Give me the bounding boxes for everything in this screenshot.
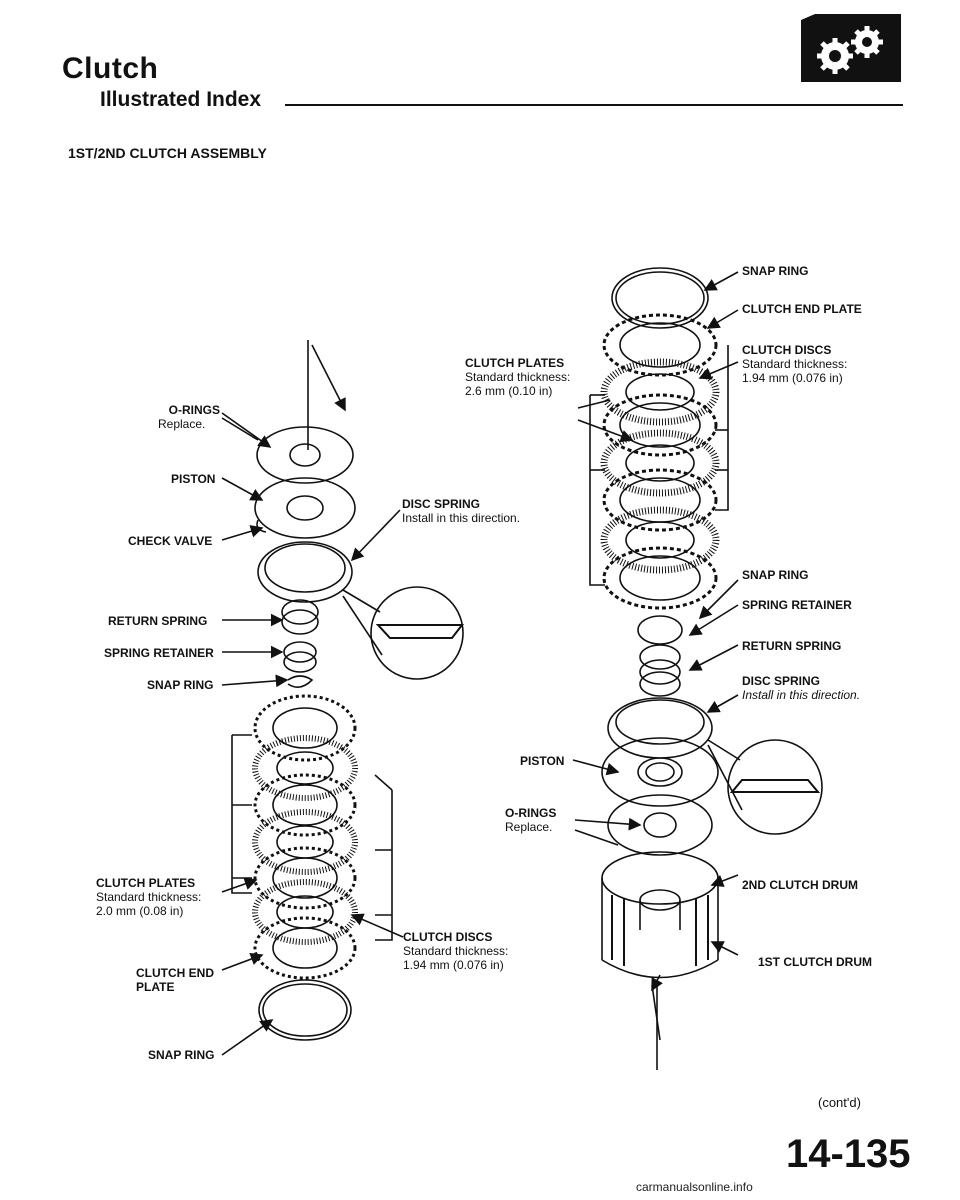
label-clutch-plates-center-note1: Standard thickness: <box>465 370 571 384</box>
label-clutch-discs-center-name: CLUTCH DISCS <box>403 930 493 944</box>
gears-icon <box>795 12 905 87</box>
label-clutch-discs-center-note2: 1.94 mm (0.076 in) <box>403 958 504 972</box>
label-clutch-discs-right: CLUTCH DISCS Standard thickness: 1.94 mm… <box>742 343 847 385</box>
label-clutch-plates-left-note1: Standard thickness: <box>96 890 202 904</box>
continued-note: (cont'd) <box>818 1095 861 1110</box>
label-clutch-discs-right-note2: 1.94 mm (0.076 in) <box>742 371 843 385</box>
label-clutch-end-plate-left: CLUTCH END PLATE <box>136 966 214 994</box>
label-return-spring-right: RETURN SPRING <box>742 639 842 653</box>
label-clutch-discs-right-name: CLUTCH DISCS <box>742 343 832 357</box>
label-snap-ring-upper-left: SNAP RING <box>147 678 214 692</box>
label-snap-ring-mid-right: SNAP RING <box>742 568 809 582</box>
label-o-rings-left-name: O-RINGS <box>168 403 220 417</box>
label-1st-clutch-drum: 1ST CLUTCH DRUM <box>758 955 872 969</box>
label-clutch-plates-center-note2: 2.6 mm (0.10 in) <box>465 384 553 398</box>
page-title: Clutch <box>62 52 159 85</box>
label-clutch-plates-center-name: CLUTCH PLATES <box>465 356 565 370</box>
label-clutch-plates-left: CLUTCH PLATES Standard thickness: 2.0 mm… <box>96 876 201 918</box>
label-snap-ring-top-right: SNAP RING <box>742 264 809 278</box>
label-clutch-plates-left-name: CLUTCH PLATES <box>96 876 196 890</box>
label-disc-spring-right: DISC SPRING Install in this direction. <box>742 674 860 702</box>
label-disc-spring-right-note: Install in this direction. <box>742 688 861 702</box>
label-check-valve: CHECK VALVE <box>128 534 213 548</box>
label-clutch-end-plate-left-line1: CLUTCH END <box>136 966 214 980</box>
label-clutch-plates-center: CLUTCH PLATES Standard thickness: 2.6 mm… <box>465 356 570 398</box>
page-number: 14-135 <box>786 1132 911 1176</box>
label-clutch-end-plate-left-line2: PLATE <box>136 980 175 994</box>
watermark-text: carmanualsonline.info <box>636 1180 753 1194</box>
label-disc-spring-center: DISC SPRING Install in this direction. <box>402 497 520 525</box>
label-o-rings-center-note: Replace. <box>505 820 553 834</box>
label-o-rings-left-note: Replace. <box>158 417 206 431</box>
label-clutch-plates-left-note2: 2.0 mm (0.08 in) <box>96 904 184 918</box>
label-2nd-clutch-drum: 2ND CLUTCH DRUM <box>742 878 858 892</box>
section-title: 1ST/2ND CLUTCH ASSEMBLY <box>68 145 267 161</box>
label-o-rings-left: O-RINGS Replace. <box>130 403 220 431</box>
label-snap-ring-lower-left: SNAP RING <box>148 1048 215 1062</box>
label-disc-spring-right-name: DISC SPRING <box>742 674 821 688</box>
label-o-rings-center-name: O-RINGS <box>505 806 557 820</box>
page-subtitle: Illustrated Index <box>100 88 262 111</box>
label-piston-left: PISTON <box>171 472 216 486</box>
title-rule <box>285 104 903 106</box>
label-return-spring-left: RETURN SPRING <box>108 614 208 628</box>
label-spring-retainer-left: SPRING RETAINER <box>104 646 214 660</box>
label-disc-spring-center-name: DISC SPRING <box>402 497 481 511</box>
label-clutch-discs-center: CLUTCH DISCS Standard thickness: 1.94 mm… <box>403 930 508 972</box>
label-clutch-discs-right-note1: Standard thickness: <box>742 357 848 371</box>
label-o-rings-center: O-RINGS Replace. <box>505 806 556 834</box>
label-clutch-end-plate-right: CLUTCH END PLATE <box>742 302 862 316</box>
label-piston-center: PISTON <box>520 754 565 768</box>
label-clutch-discs-center-note1: Standard thickness: <box>403 944 509 958</box>
label-disc-spring-center-note: Install in this direction. <box>402 511 521 525</box>
label-spring-retainer-right: SPRING RETAINER <box>742 598 852 612</box>
